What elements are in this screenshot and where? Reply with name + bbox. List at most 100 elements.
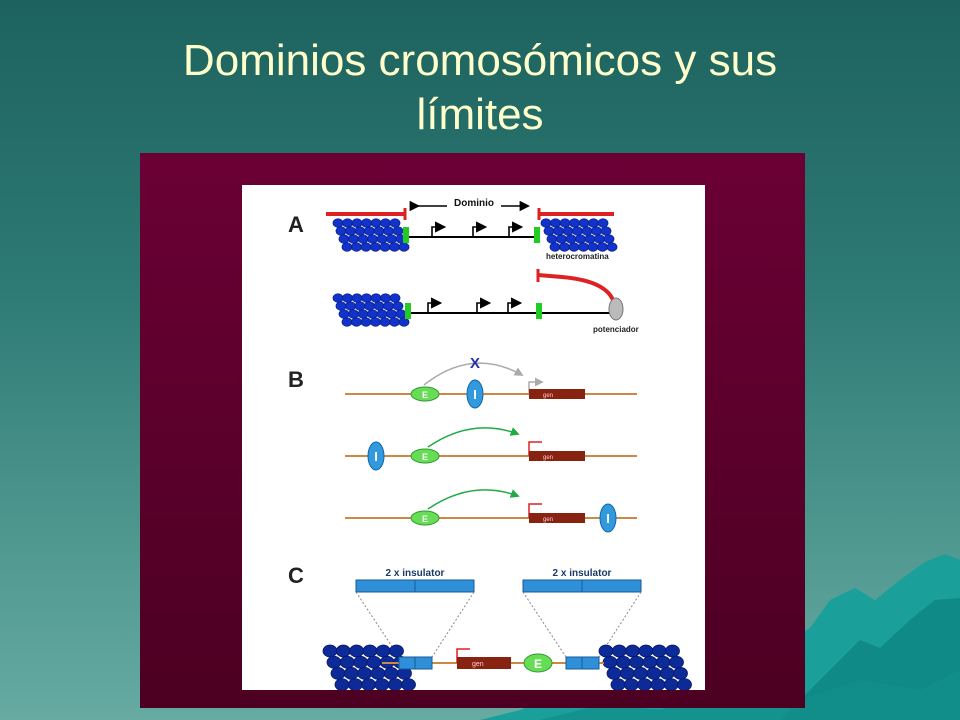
promoter-arrows-top bbox=[431, 221, 524, 237]
nucleosome-bead bbox=[351, 293, 363, 303]
insulator-letter-b2: I bbox=[374, 449, 378, 464]
panel-b: B X E I gen I E bbox=[288, 355, 637, 533]
nucleosome-bead bbox=[602, 655, 618, 669]
nucleosome-bead bbox=[364, 301, 375, 311]
nucleosome-bead bbox=[348, 234, 359, 244]
gene-label-b1: gen bbox=[543, 393, 553, 399]
nucleosome-bead bbox=[549, 242, 561, 252]
nucleosome-bead bbox=[332, 218, 344, 228]
enhancer-letter-c: E bbox=[534, 657, 542, 671]
nucleosome-bead bbox=[591, 226, 602, 236]
promoter-arrow bbox=[427, 297, 443, 313]
nucleosome-bead bbox=[351, 218, 363, 228]
nucleosome-bead bbox=[401, 678, 416, 690]
panel-c: C 2 x insulator 2 x insulator bbox=[288, 563, 692, 690]
promoter-arrows-bottom bbox=[427, 297, 523, 313]
nucleosome-bead bbox=[584, 234, 596, 244]
nucleosome-bead bbox=[569, 218, 580, 228]
nucleosome-bead bbox=[540, 218, 552, 228]
nucleosome-bead bbox=[383, 667, 399, 680]
nucleosome-bead bbox=[338, 309, 350, 319]
boundary-element-bottom-left bbox=[405, 303, 411, 319]
nucleosome-bead bbox=[361, 218, 372, 228]
enhancer-letter-b2: E bbox=[422, 452, 428, 462]
nucleosome-bead bbox=[376, 234, 388, 244]
nucleosome-bead bbox=[370, 667, 386, 680]
gene-label-c: gen bbox=[472, 661, 484, 668]
nucleosome-bead bbox=[386, 309, 397, 319]
boundary-element-right bbox=[534, 227, 540, 243]
nucleosome-bead bbox=[342, 218, 353, 228]
nucleosome-bead bbox=[611, 644, 627, 658]
heterochromatin-left-top bbox=[332, 218, 410, 252]
insulator-box-label-left: 2 x insulator bbox=[386, 568, 445, 579]
nucleosome-bead bbox=[600, 226, 612, 236]
boundary-element-left bbox=[403, 227, 409, 243]
panel-a-letter: A bbox=[288, 212, 304, 237]
enhancer-b1 bbox=[410, 386, 440, 402]
nucleosome-bead bbox=[398, 242, 410, 252]
nucleosome-bead bbox=[341, 317, 353, 327]
nucleosome-bead bbox=[623, 678, 639, 690]
nucleosome-bead bbox=[335, 226, 347, 236]
enhancer-label: potenciador bbox=[593, 325, 639, 334]
nucleosome-bead bbox=[587, 242, 599, 252]
enhancer-oval-gray bbox=[608, 297, 624, 321]
nucleosome-bead bbox=[366, 655, 382, 669]
gene-b1 bbox=[529, 389, 585, 399]
nucleosome-bead bbox=[354, 226, 366, 236]
nucleosome-bead bbox=[364, 226, 375, 236]
nucleosome-bead bbox=[361, 678, 376, 690]
nucleosome-bead bbox=[353, 655, 368, 669]
gene-label-b3: gen bbox=[543, 517, 553, 523]
nucleosome-bead bbox=[673, 667, 688, 680]
chromatin-domain-diagram: A Dominio heterocromatina bbox=[288, 196, 692, 690]
nucleosome-bead bbox=[610, 678, 626, 690]
nucleosome-bead bbox=[398, 317, 410, 327]
nucleosome-bead bbox=[351, 317, 362, 327]
title-line-2: límites bbox=[416, 90, 544, 139]
nucleosome-bead bbox=[651, 644, 667, 658]
panel-c-letter: C bbox=[288, 563, 304, 588]
zoom-line-3 bbox=[522, 591, 567, 658]
nucleosome-bead bbox=[392, 226, 404, 236]
nucleosome-bead bbox=[348, 309, 359, 319]
nucleosome-bead bbox=[383, 301, 394, 311]
insulator-box-label-right: 2 x insulator bbox=[553, 568, 612, 579]
nucleosome-bead bbox=[559, 242, 570, 252]
nucleosome-bead bbox=[347, 678, 363, 690]
nucleosome-bead bbox=[379, 317, 391, 327]
nucleosome-bead bbox=[339, 655, 355, 669]
nucleosome-bead bbox=[335, 644, 351, 658]
nucleosome-bead bbox=[572, 226, 583, 236]
panel-b-letter: B bbox=[288, 367, 304, 392]
nucleosome-bead bbox=[629, 655, 645, 669]
nucleosome-bead bbox=[633, 667, 649, 680]
diagram-panel: A Dominio heterocromatina bbox=[242, 185, 705, 690]
nucleosome-bead bbox=[334, 678, 350, 690]
nucleosome-bead bbox=[637, 678, 652, 690]
nucleosome-bead bbox=[367, 234, 378, 244]
nucleosome-bead bbox=[357, 234, 369, 244]
nucleosome-bead bbox=[360, 317, 372, 327]
nucleosome-bead bbox=[386, 234, 397, 244]
nucleosome-bead bbox=[553, 226, 564, 236]
enhancer-letter-b3: E bbox=[422, 514, 428, 524]
nucleosome-bead bbox=[597, 218, 609, 228]
nucleosome-bead bbox=[606, 242, 618, 252]
blocked-mark: X bbox=[470, 355, 480, 372]
nucleosome-bead bbox=[568, 242, 580, 252]
boundary-element-bottom-right bbox=[536, 303, 542, 319]
nucleosome-bead bbox=[392, 301, 404, 311]
nucleosome-bead bbox=[357, 309, 369, 319]
gene-b2 bbox=[529, 451, 585, 461]
promoter-arrow bbox=[507, 297, 523, 313]
nucleosome-bead bbox=[389, 317, 400, 327]
nucleosome-bead bbox=[543, 226, 555, 236]
nucleosome-bead bbox=[330, 667, 346, 680]
nucleosome-bead bbox=[370, 242, 381, 252]
nucleosome-bead bbox=[581, 226, 593, 236]
nucleosome-bead bbox=[338, 234, 350, 244]
nucleosome-bead bbox=[326, 655, 342, 669]
